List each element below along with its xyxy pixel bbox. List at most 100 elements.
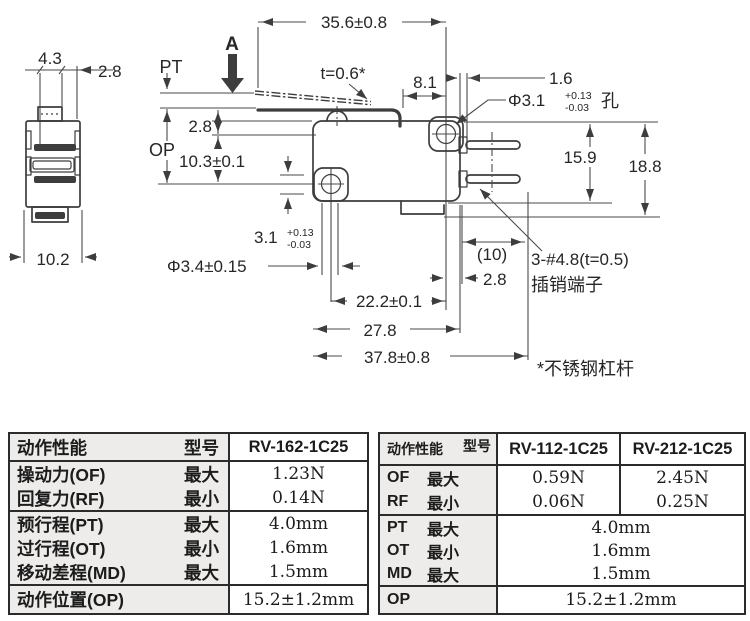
extension-lines <box>158 27 660 360</box>
terminal-3 <box>400 200 445 215</box>
table-row: MD 最大 1.5mm <box>380 562 744 585</box>
row-label: 预行程(PT) <box>17 514 104 535</box>
row-condition: 最小 <box>427 544 460 562</box>
row-label: OT <box>387 541 410 559</box>
row-label: RF <box>387 493 409 510</box>
dim-18-8-label: 18.8 <box>628 157 661 176</box>
side-plunger-width-label: 4.3 <box>38 49 62 68</box>
table-row: 预行程(PT) 最大 4.0mm <box>10 512 367 536</box>
row-label: MD <box>387 564 412 582</box>
left-table-header: 动作性能 型号 RV-162-1C25 <box>10 434 367 460</box>
model-name: RV-212-1C25 <box>632 439 733 458</box>
dimension-lines <box>163 18 649 360</box>
row-value: 2.45N <box>656 468 709 488</box>
table-row: 移动差程(MD) 最大 1.5mm <box>10 560 367 584</box>
row-condition: 最小 <box>184 488 219 509</box>
left-spec-table: 动作性能 型号 RV-162-1C25 操动力(OF)最大 1.23N 回复力(… <box>8 432 369 615</box>
hole2-label: 3.1 <box>254 228 278 247</box>
table-row: 动作位置(OP) 15.2±1.2mm <box>10 586 367 613</box>
hole2-tol-plus: +0.13 <box>287 227 314 239</box>
op-group: 动作位置(OP) 15.2±1.2mm <box>10 584 367 613</box>
row-label: OP <box>387 591 411 608</box>
row-label: 动作位置(OP) <box>17 590 124 610</box>
table-row: OP 15.2±1.2mm <box>380 587 744 613</box>
model-name: RV-112-1C25 <box>509 439 608 458</box>
row-label: PT <box>387 518 408 536</box>
side-body <box>25 120 81 208</box>
dim-15-9-label: 15.9 <box>563 148 596 167</box>
dimension-labels: PT A 35.6±0.8 t=0.6* 8.1 1.6 Φ3.1 +0.13 … <box>149 13 662 379</box>
row-value: 0.59N <box>532 468 585 488</box>
section-a-arrow <box>221 54 244 93</box>
row-value: 15.2±1.2mm <box>565 590 677 610</box>
row-condition: 最大 <box>184 562 219 583</box>
hole-dia-tol-minus: -0.03 <box>565 102 589 114</box>
dim-2-8-bottom-label: 2.8 <box>483 270 507 289</box>
terminal-1 <box>465 140 521 150</box>
row-condition: 最小 <box>184 538 219 559</box>
right-table-header: 动作性能 型号 RV-112-1C25 RV-212-1C25 <box>380 434 744 464</box>
row-condition: 最大 <box>427 567 460 585</box>
dim-2-8-top-label: 2.8 <box>188 117 212 136</box>
header-model-label: 型号 <box>184 437 219 458</box>
right-header-cell: 动作性能 型号 <box>380 434 498 464</box>
table-row: 回复力(RF) 最小 0.14N <box>10 486 367 510</box>
plunger-dia-label: Φ3.4±0.15 <box>167 257 247 276</box>
travel-group: PT 最大 4.0mm OT 最小 1.6mm MD 最大 1.5mm <box>380 514 744 585</box>
row-label: 移动差程(MD) <box>17 562 126 583</box>
row-label: 过行程(OT) <box>17 538 106 559</box>
table-row: OT 最小 1.6mm <box>380 539 744 562</box>
row-condition: 最大 <box>427 521 460 539</box>
model-name: RV-162-1C25 <box>248 437 349 456</box>
force-group: 操动力(OF)最大 1.23N 回复力(RF) 最小 0.14N <box>10 460 367 510</box>
lever-thickness-label: t=0.6* <box>321 64 366 83</box>
row-value: 0.14N <box>272 488 325 508</box>
section-a-label: A <box>225 34 239 55</box>
side-view: 4.3 2.8 10.2 <box>9 49 122 269</box>
row-value: 1.5mm <box>268 562 329 582</box>
table-row: 过行程(OT) 最小 1.6mm <box>10 536 367 560</box>
dim-8-1-label: 8.1 <box>413 73 437 92</box>
terminal-note-line2: 插销端子 <box>531 275 603 295</box>
dim-37-8-label: 37.8±0.8 <box>364 348 430 367</box>
terminal-note-line1: 3-#4.8(t=0.5) <box>531 250 629 269</box>
row-value: 1.23N <box>272 464 325 484</box>
row-value: 15.2±1.2mm <box>242 589 355 610</box>
row-value: 0.06N <box>532 492 585 512</box>
hole-dia-tol-plus: +0.13 <box>565 90 592 102</box>
hole-dia-suffix: 孔 <box>601 91 619 111</box>
row-value: 1.6mm <box>268 538 329 558</box>
side-offset-label: 2.8 <box>98 62 122 81</box>
hole-dia-label: Φ3.1 <box>508 91 545 110</box>
table-row: 操动力(OF)最大 1.23N <box>10 462 367 486</box>
dimension-drawing: 4.3 2.8 10.2 <box>9 13 662 379</box>
dim-27-8-label: 27.8 <box>363 321 396 340</box>
row-condition: 最大 <box>184 514 219 535</box>
row-condition: 最大 <box>184 464 219 485</box>
row-value: 0.25N <box>656 492 709 512</box>
table-row: PT 最大 4.0mm <box>380 516 744 539</box>
row-value: 4.0mm <box>591 517 651 538</box>
table-row: RF 最小 0.06N 0.25N <box>380 490 744 514</box>
dim-22-2-label: 22.2±0.1 <box>356 292 422 311</box>
left-header-cell: 动作性能 型号 <box>10 434 230 460</box>
lever-length-label: 35.6±0.8 <box>321 13 387 32</box>
switch-body <box>254 90 521 215</box>
row-condition: 最小 <box>427 496 460 513</box>
dim-1-6-label: 1.6 <box>549 69 573 88</box>
row-value: 4.0mm <box>268 514 329 534</box>
row-label: OF <box>387 469 410 486</box>
header-property-label: 动作性能 <box>387 441 443 457</box>
row-value: 1.5mm <box>591 563 651 584</box>
pt-label: PT <box>159 57 182 77</box>
row-label: 回复力(RF) <box>17 488 105 509</box>
row-value: 1.6mm <box>591 540 651 561</box>
lever-free-position <box>254 90 372 103</box>
op-label: OP <box>149 140 175 160</box>
footnote-label: *不锈钢杠杆 <box>537 359 634 379</box>
travel-group: 预行程(PT) 最大 4.0mm 过行程(OT) 最小 1.6mm 移动差程(MD)… <box>10 510 367 584</box>
